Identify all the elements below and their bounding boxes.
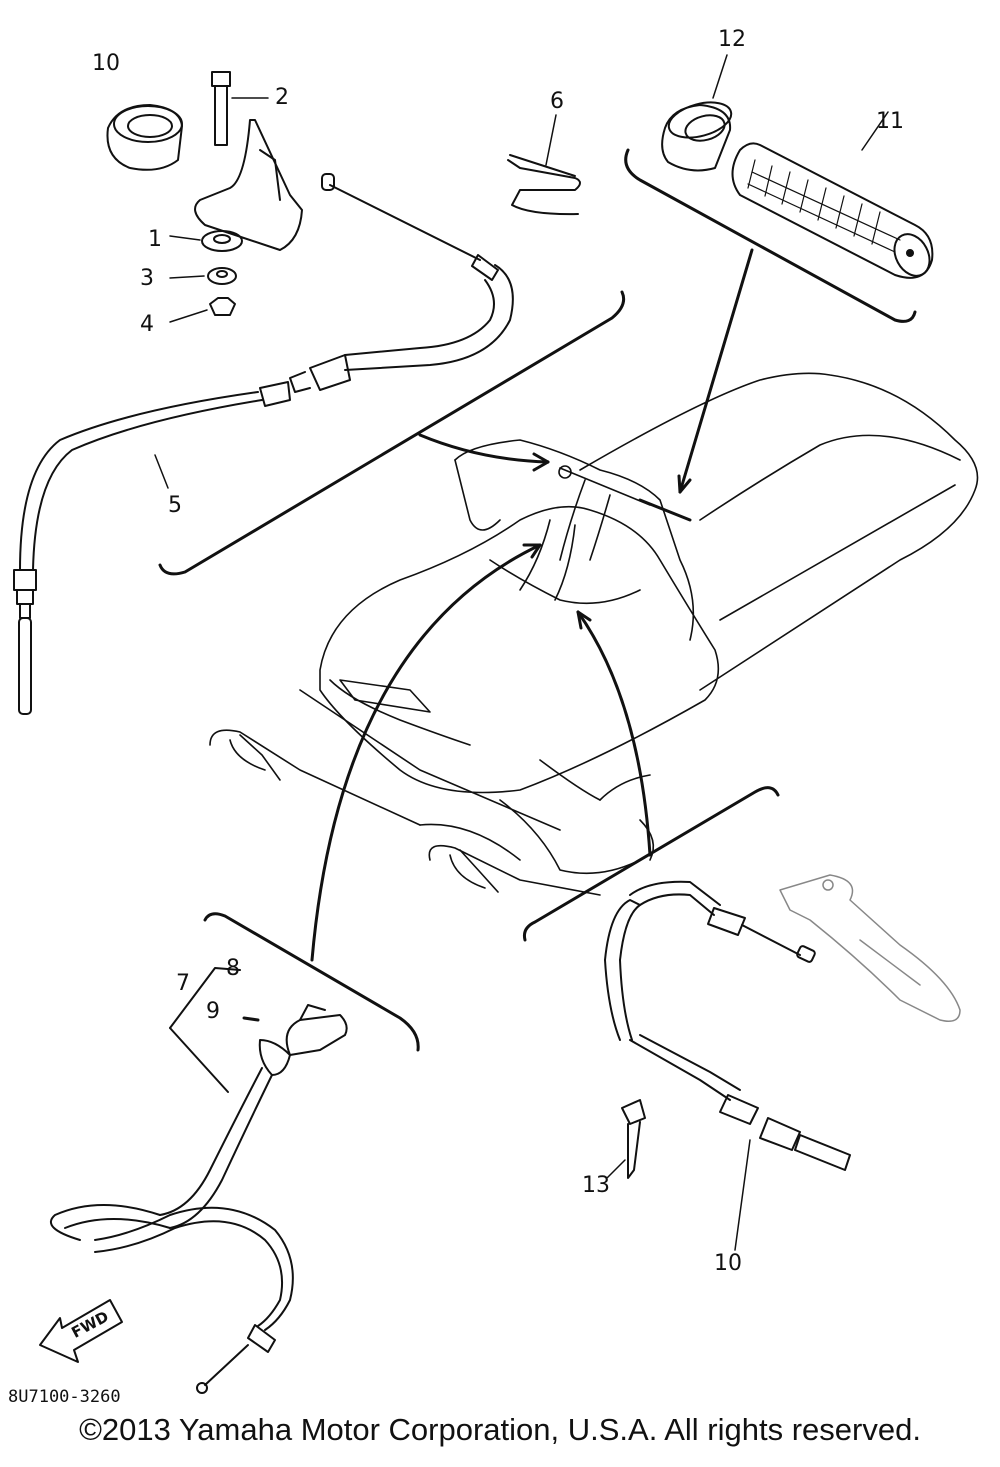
drawing-code: 8U7100-3260	[8, 1387, 121, 1407]
part-5-throttle-cable	[13, 173, 514, 715]
group-bracket-brake	[523, 786, 780, 942]
brake-cable	[604, 880, 851, 1251]
part-3-washer	[169, 267, 237, 285]
group-bracket-throttle	[158, 290, 626, 576]
callout-13: 13	[582, 1173, 610, 1198]
part-2-bolt	[211, 71, 269, 146]
part-6-clip	[507, 114, 581, 216]
callout-12: 12	[718, 27, 746, 52]
part-1-throttle-lever	[169, 119, 303, 252]
part-11-grip	[731, 111, 934, 279]
callout-6: 6	[550, 89, 564, 114]
pointer-arrows	[310, 248, 754, 962]
callout-10-bottom: 10	[714, 1251, 742, 1276]
snowmobile-illustration	[209, 372, 979, 896]
callout-5: 5	[168, 493, 182, 518]
callout-8: 8	[226, 956, 240, 981]
fwd-arrow-icon: FWD	[39, 1299, 123, 1363]
copyright-notice: ©2013 Yamaha Motor Corporation, U.S.A. A…	[79, 1412, 921, 1447]
part-4-nut	[169, 297, 236, 323]
group-bracket-cable-lower-left	[203, 912, 420, 1052]
callout-9: 9	[206, 999, 220, 1024]
part-10-grommet	[106, 104, 183, 171]
brake-lever	[779, 874, 961, 1022]
callout-2: 2	[275, 85, 289, 110]
callout-11: 11	[876, 109, 904, 134]
callout-3: 3	[140, 266, 154, 291]
part-7-cable-assembly	[49, 967, 348, 1394]
part-13-key	[606, 1099, 646, 1179]
callout-4: 4	[140, 312, 154, 337]
callout-7: 7	[176, 971, 190, 996]
part-12-grommet	[661, 54, 733, 172]
group-bracket-grip	[624, 148, 917, 323]
callout-1: 1	[148, 227, 162, 252]
callout-10-top: 10	[92, 51, 120, 76]
